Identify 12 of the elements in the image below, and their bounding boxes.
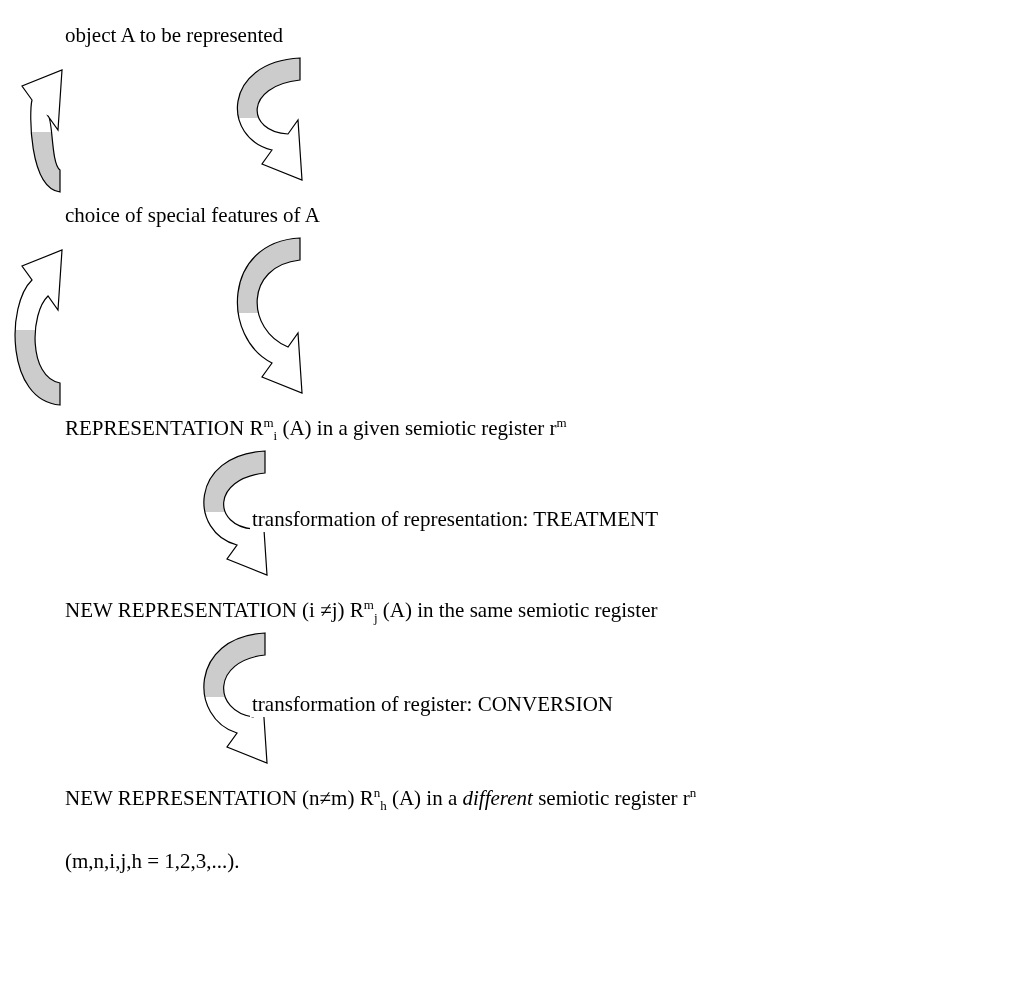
- curved-block-arrow: [236, 57, 303, 181]
- curved-block-arrow: [203, 632, 268, 764]
- curved-block-arrow: [14, 249, 63, 406]
- statement-text: object A to be represented: [65, 22, 284, 48]
- note-text: (m,n,i,j,h = 1,2,3,...).: [65, 848, 240, 874]
- curved-block-arrow: [203, 450, 268, 576]
- statement-text: choice of special features of A: [65, 202, 320, 228]
- curved-block-arrow: [236, 237, 303, 394]
- curved-block-arrow: [21, 69, 63, 193]
- statement-text: REPRESENTATION R$^{m}$$_{i}$ (A) in a given semiotic register r$^{m}$: [65, 415, 567, 441]
- statement-text: NEW REPRESENTATION (n≠m) R$^{n}$$_{h}$ (A) in a different semiotic register r$^{n}$: [65, 785, 697, 811]
- statement-text: NEW REPRESENTATION (i ≠j) R$^{m}$$_{j}$ (A) in the same semiotic register: [65, 597, 658, 623]
